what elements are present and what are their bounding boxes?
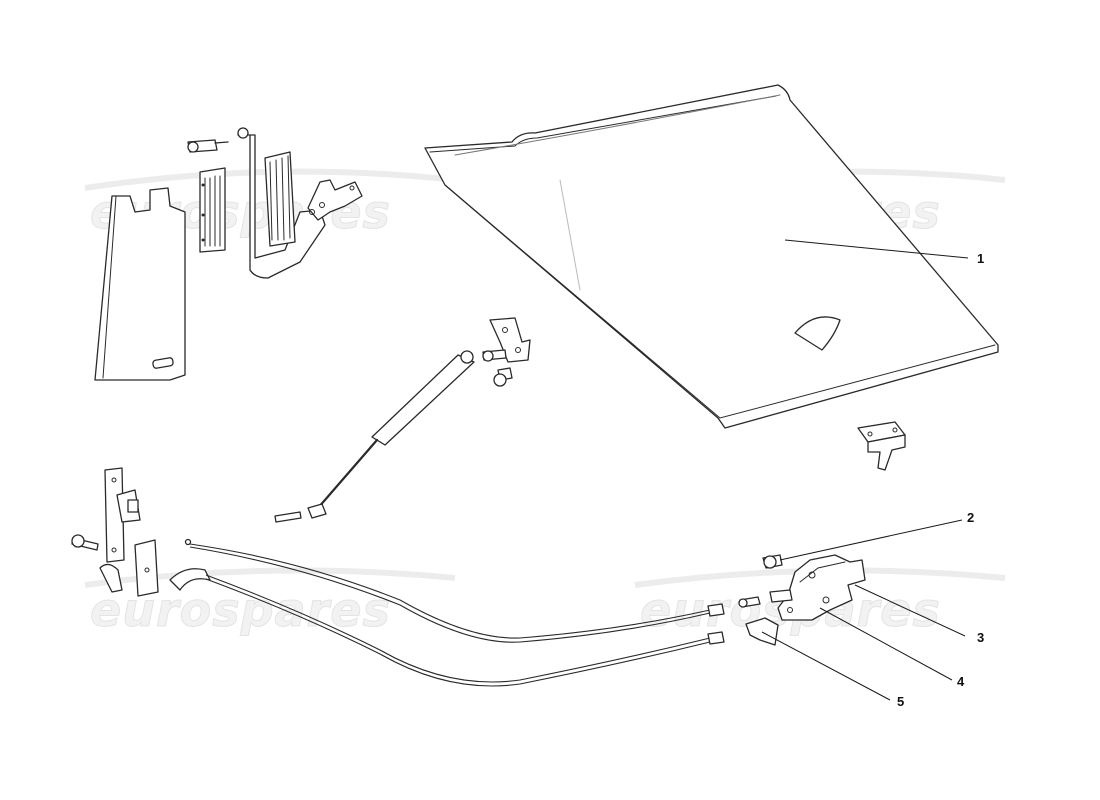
release-cables — [184, 538, 761, 687]
hood-emblem-icon — [794, 316, 841, 351]
cable-clip — [745, 617, 779, 646]
release-lever-assembly — [71, 467, 211, 597]
callout-1: 1 — [977, 251, 984, 266]
engine-hood — [424, 84, 999, 429]
hood-latch — [745, 554, 866, 646]
leader-lines — [761, 239, 969, 701]
callout-4: 4 — [957, 674, 965, 689]
callout-5: 5 — [897, 694, 904, 709]
strut-upper-bracket — [482, 317, 531, 387]
striker-bracket — [857, 421, 906, 471]
watermark-text: eurospares — [90, 583, 391, 637]
hood-hinge-assembly — [187, 127, 363, 279]
side-shield-plate — [94, 187, 186, 381]
callout-2: 2 — [967, 510, 974, 525]
callout-3: 3 — [977, 630, 984, 645]
gas-strut — [274, 350, 475, 523]
